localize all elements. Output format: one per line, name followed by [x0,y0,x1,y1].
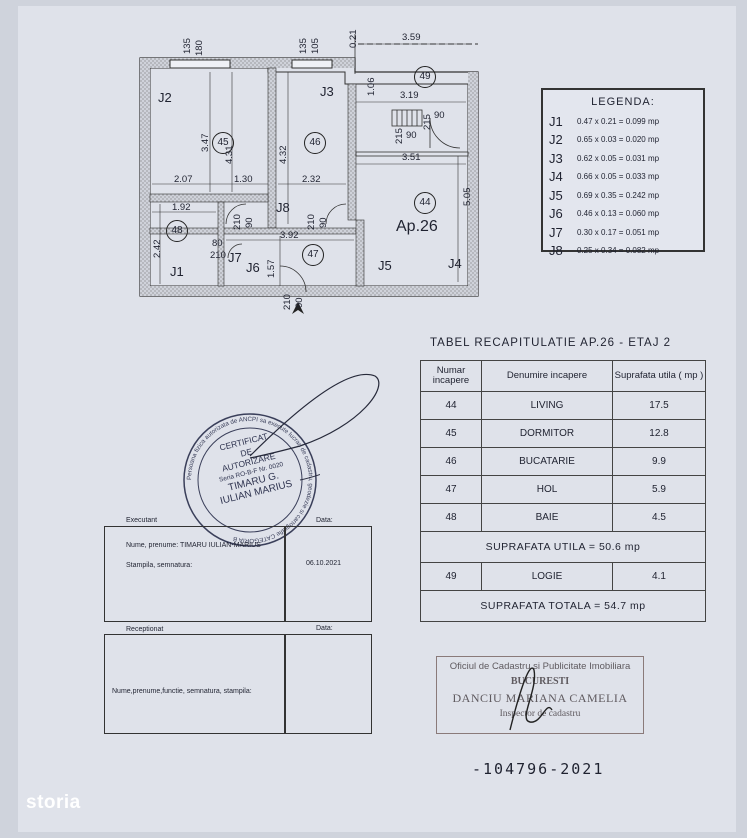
dim-347: 3.47 [200,133,211,153]
dim-351: 3.51 [402,152,421,163]
dim-021: 0.21 [348,29,359,49]
office-line: Oficiul de Cadastru si Publicitate Imobi… [449,661,631,672]
dim-210: 210 [210,250,226,261]
dim-210c: 210 [306,214,317,230]
cadastre-office-stamp: Oficiul de Cadastru si Publicitate Imobi… [436,656,644,734]
room-label-j6: J6 [246,260,260,275]
col-header: Numar incapere [420,360,482,392]
executant-section: Executant Data: Nume, prenume: TIMARU IU… [104,517,372,734]
dim-210d: 210 [282,294,293,310]
dim-90e: 90 [294,297,305,308]
room-number-44: 44 [414,192,436,214]
dim-431: 4.31 [224,145,235,165]
receptionat-box [104,634,286,734]
dim-90a: 90 [434,110,445,121]
receptionat-date-box [284,634,372,734]
dim-106: 1.06 [366,77,377,97]
room-label-j5: J5 [378,258,392,273]
office-line: BUCURESTI [510,676,570,687]
inspector-signature [509,667,553,731]
room-number-48: 48 [166,220,188,242]
dim-192: 1.92 [172,202,191,213]
legend-title: LEGENDA: [591,96,655,108]
floor-plan-drawing [139,34,479,314]
room-label-j7: J7 [228,250,242,265]
dim-80: 80 [212,238,223,249]
dim-90c: 90 [244,217,255,228]
executant-box [104,526,286,622]
date-label: Data: [316,517,333,524]
dim-130: 1.30 [234,174,253,185]
executant-label: Executant [126,517,158,524]
room-label-j4: J4 [448,256,462,271]
dim-359: 3.59 [402,32,421,43]
dim-90d: 90 [318,217,329,228]
date-label-2: Data: [316,625,333,632]
room-number-45: 45 [212,132,234,154]
room-label-j8: J8 [276,200,290,215]
apartment-label: Ap.26 [396,218,438,235]
col-header: Denumire incapere [481,360,613,392]
dim-210b: 210 [232,214,243,230]
registration-number: -104796-2021 [472,760,605,778]
dim-319: 3.19 [400,90,419,101]
dim-207: 2.07 [174,174,193,185]
floor-plan: J2 J3 J8 J7 J6 J1 J5 J4 Ap.26 45 46 44 4… [130,14,510,324]
office-line: Inspector de cadastru [499,709,581,719]
table-row-total: SUPRAFATA TOTALA = 54.7 mp [420,590,706,622]
room-label-j1: J1 [170,264,184,279]
dim-90b: 90 [406,130,417,141]
table-header-row: Numar incapere Denumire incapere Suprafa… [420,360,706,392]
table-row-total-utila: SUPRAFATA UTILA = 50.6 mp [420,531,706,563]
dim-242: 2.42 [152,239,163,259]
executant-name: Nume, prenume: TIMARU IULIAN-MARIUS [126,542,261,549]
summary-title: TABEL RECAPITULATIE AP.26 - ETAJ 2 [430,337,672,349]
dim-105: 105 [310,38,321,54]
dim-180: 180 [194,40,205,56]
signature-loop [249,373,380,459]
room-label-j3: J3 [320,84,334,99]
executant-date: 06.10.2021 [306,560,342,567]
office-line: DANCIU MARIANA CAMELIA [452,691,628,705]
dim-232: 2.32 [302,174,321,185]
dim-157: 1.57 [266,259,277,279]
receptionat-label: Receptionat [126,626,164,633]
dim-215b: 215 [394,128,405,144]
dim-215a: 215 [422,114,433,130]
dim-135a: 135 [182,38,193,54]
room-number-46: 46 [304,132,326,154]
storia-logo: storia [26,792,81,813]
summary-table: Numar incapere Denumire incapere Suprafa… [420,360,706,622]
executant-stamp-label: Stampila, semnatura: [126,562,193,569]
room-label-j2: J2 [158,90,172,105]
col-header: Suprafata utila ( mp ) [612,360,706,392]
room-number-47: 47 [302,244,324,266]
dim-135b: 135 [298,38,309,54]
dim-432: 4.32 [278,145,289,165]
dim-392: 3.92 [280,230,299,241]
room-number-49: 49 [414,66,436,88]
executant-date-box [284,526,372,622]
dim-505: 5.05 [462,187,473,207]
receptionat-fields: Nume,prenume,functie, semnatura, stampil… [112,688,252,695]
